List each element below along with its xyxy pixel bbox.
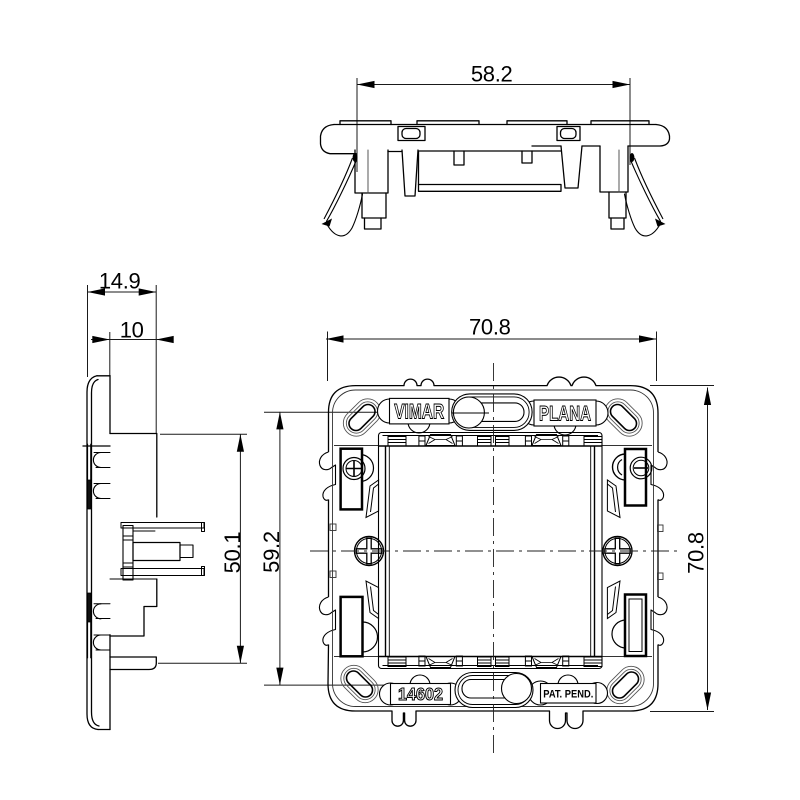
svg-text:14602: 14602 xyxy=(398,684,443,704)
svg-text:59.2: 59.2 xyxy=(259,531,284,573)
svg-text:70.8: 70.8 xyxy=(684,532,709,574)
svg-text:58.2: 58.2 xyxy=(471,62,513,87)
svg-text:14.9: 14.9 xyxy=(99,269,141,294)
svg-text:10: 10 xyxy=(120,318,144,343)
svg-text:PLANA: PLANA xyxy=(539,403,591,426)
svg-text:70.8: 70.8 xyxy=(469,315,511,340)
svg-text:VIMAR: VIMAR xyxy=(394,401,444,424)
svg-text:PAT. PEND.: PAT. PEND. xyxy=(543,688,593,700)
svg-text:50.1: 50.1 xyxy=(220,532,245,574)
